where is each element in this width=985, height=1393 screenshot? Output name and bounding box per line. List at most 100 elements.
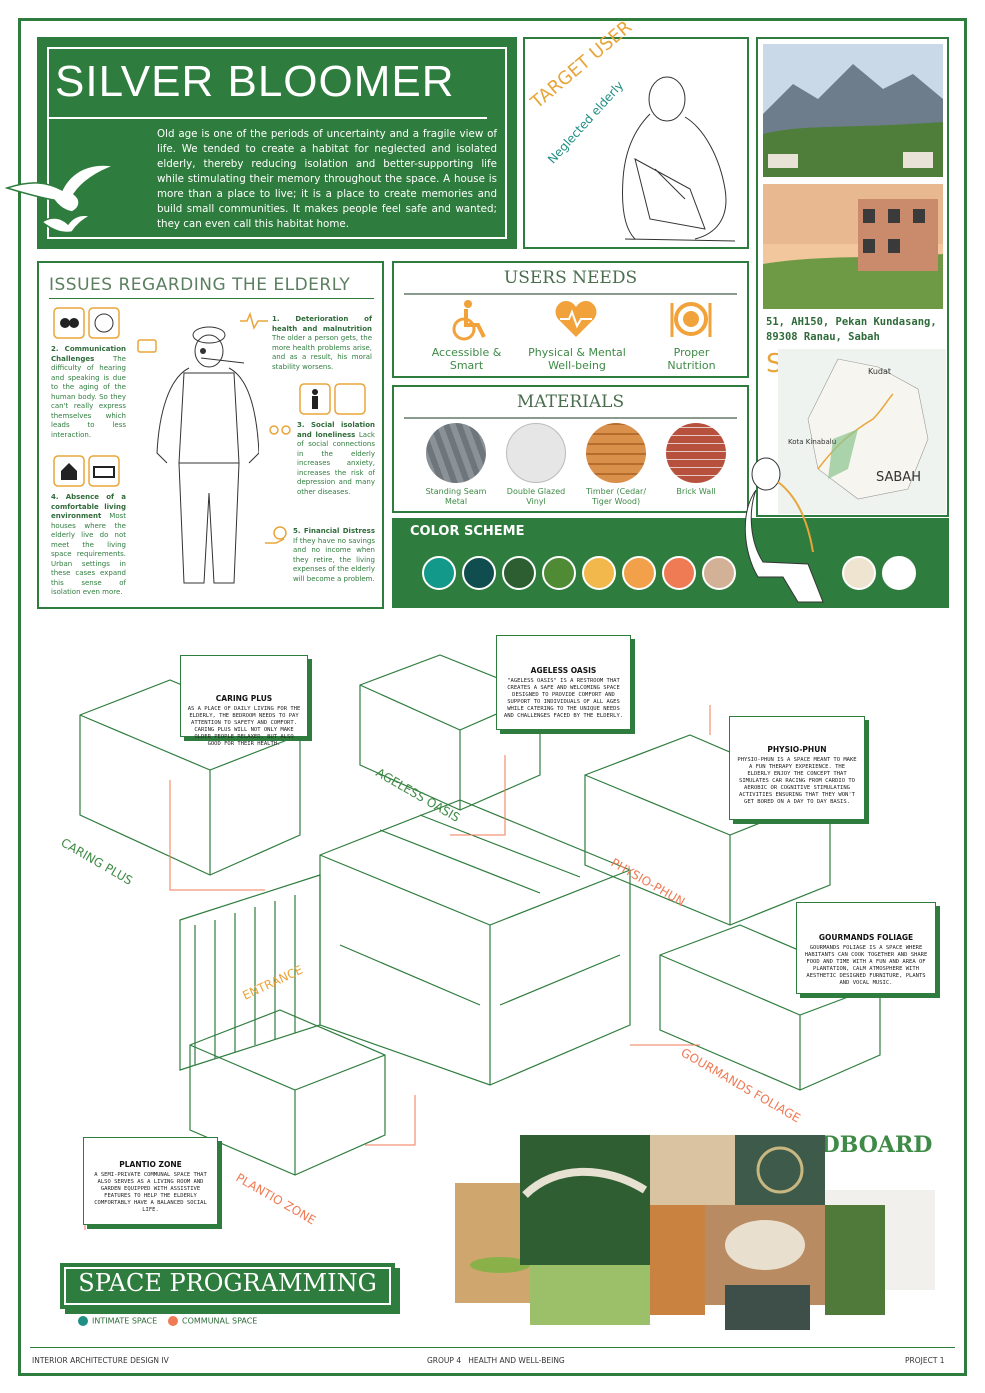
materials-title: MATERIALS [516,392,625,412]
color-swatch [842,556,876,590]
color-scheme-title: COLOR SCHEME [410,524,525,539]
callout-caring-plus: CARING PLUS AS A PLACE OF DAILY LIVING F… [180,655,308,747]
callout-plantio-zone: PLANTIO ZONE A SEMI-PRIVATE COMMUNAL SPA… [83,1137,218,1225]
issue-1-text: The older a person gets, the more health… [272,334,372,371]
color-swatch [702,556,736,590]
legend-intimate-label: INTIMATE SPACE [92,1316,158,1326]
color-swatch [502,556,536,590]
callout-caring-plus-title: CARING PLUS [215,694,273,703]
people-group-icon [269,425,291,435]
space-programming-title: SPACE PROGRAMMING [78,1269,377,1297]
need-accessible-label: Accessible & Smart [431,346,502,372]
elderly-woman-sitting-icon [744,457,824,603]
map-place-kota-kinabalu: Kota Kinabalu [788,438,836,446]
issue-1-heading: 1. Deterioration of health and malnutrit… [272,315,372,333]
callout-plantio-zone-title: PLANTIO ZONE [119,1160,182,1169]
bird-illustration-icon [4,164,117,234]
callout-ageless-oasis-title: AGELESS OASIS [530,666,597,675]
callout-ageless-oasis: AGELESS OASIS "AGELESS OASIS" IS A RESTR… [496,635,631,730]
zone-label-caring-plus: CARING PLUS [59,835,136,887]
footer-group: GROUP 4 HEALTH AND WELL-BEING [427,1356,565,1365]
material-brick-swatch [666,423,726,483]
page-title: SILVER BLOOMER [55,57,455,106]
material-metal-swatch [426,423,486,483]
users-needs-panel: USERS NEEDS Accessible & Smart Physical … [392,261,749,378]
issue-3-text: Lack of social connections in the elderl… [297,430,375,496]
issue-4: 4. Absence of a comfortable living envir… [51,493,126,598]
footer-course: INTERIOR ARCHITECTURE DESIGN IV [32,1356,169,1365]
zone-label-physio-phun: PHYSIO-PHUN [609,855,688,909]
callout-gourmands-foliage-text: GOURMANDS FOLIAGE IS A SPACE WHERE HABIT… [804,945,928,986]
zone-label-gourmands-foliage: GOURMANDS FOLIAGE [679,1045,803,1125]
site-address: 51, AH150, Pekan Kundasang, 89308 Ranau,… [766,316,937,343]
callout-plantio-zone-text: A SEMI-PRIVATE COMMUNAL SPACE THAT ALSO … [94,1172,207,1213]
home-bed-icon [53,455,120,487]
wheelchair-icon [452,300,486,341]
callout-caring-plus-text: AS A PLACE OF DAILY LIVING FOR THE ELDER… [187,706,301,747]
elderly-man-reading-icon [622,76,736,242]
color-swatch [882,556,916,590]
issue-2: 2. Communication Challenges The difficul… [51,345,126,440]
space-programming-axonometric: CARING PLUS AGELESS OASIS PHYSIO-PHUN GO… [59,654,881,1230]
callout-gourmands-foliage: GOURMANDS FOLIAGE GOURMANDS FOLIAGE IS A… [796,902,936,994]
title-inner-frame [47,47,507,239]
legend-communal: COMMUNAL SPACE [168,1316,257,1326]
material-timber-swatch [586,423,646,483]
mountain-photo [763,44,943,177]
callout-gourmands-foliage-title: GOURMANDS FOLIAGE [818,933,914,942]
footer-divider [30,1347,955,1348]
map-place-sabah: SABAH [876,470,921,485]
issues-divider [49,298,374,299]
intro-text: Old age is one of the periods of uncerta… [157,128,497,230]
legend-communal-label: COMMUNAL SPACE [182,1316,258,1326]
site-house-photo [763,184,943,309]
legend-communal-dot [168,1316,178,1326]
need-nutrition-label: Proper Nutrition [667,346,716,372]
pulse-icon [240,311,268,330]
issue-5: 5. Financial Distress If they have no sa… [293,527,375,584]
sabah-map: Kudat Kota Kinabalu SABAH [778,349,946,514]
issue-5-text: If they have no savings and no income wh… [293,536,375,583]
color-swatch [662,556,696,590]
color-scheme-panel: COLOR SCHEME [392,518,949,608]
issues-title: ISSUES REGARDING THE ELDERLY [49,275,351,295]
legend-intimate-dot [78,1316,88,1326]
issue-4-heading: 4. Absence of a comfortable living envir… [51,493,126,520]
isolation-icon [299,383,366,415]
site-panel: 51, AH150, Pekan Kundasang, 89308 Ranau,… [756,37,949,517]
space-programming-banner: SPACE PROGRAMMING [60,1263,395,1309]
money-hand-icon [265,526,287,544]
poster-frame [18,18,967,1376]
moodboard-collage [455,1135,935,1330]
communication-icon [53,307,120,339]
material-brick-label: Brick Wall [676,487,716,496]
need-wellbeing-label: Physical & Mental Well-being [528,346,626,372]
callout-physio-phun-text: PHYSIO-PHUN IS A SPACE MEANT TO MAKE A F… [737,757,857,805]
color-swatch [542,556,576,590]
issue-3-heading: 3. Social isolation and loneliness [297,421,375,439]
color-swatch [582,556,616,590]
issue-3: 3. Social isolation and loneliness Lack … [297,421,375,497]
issue-2-heading: 2. Communication Challenges [51,345,126,363]
issues-panel: ISSUES REGARDING THE ELDERLY 2. Communic… [37,261,384,609]
issue-5-heading: 5. Financial Distress [293,527,375,535]
material-timber-label: Timber (Cedar/ Tiger Wood) [585,487,647,506]
title-block: SILVER BLOOMER Old age is one of the per… [37,37,517,249]
title-divider [47,117,487,119]
materials-panel: MATERIALS Standing Seam Metal Double Gla… [392,385,749,513]
map-place-kudat: Kudat [868,367,891,376]
material-vinyl-label: Double Glazed Vinyl [506,487,566,506]
elderly-man-standing-icon [156,326,259,584]
heart-pulse-icon [555,301,597,337]
chat-bubble-icon [137,339,157,353]
color-swatch [622,556,656,590]
issue-4-text: Most houses where the elderly live do no… [51,512,126,596]
needs-divider [404,293,737,295]
target-user-panel: TARGET USER Neglected elderly [523,17,749,249]
issue-2-text: The difficulty of hearing and speaking i… [51,354,126,439]
material-metal-label: Standing Seam Metal [425,487,487,506]
needs-title: USERS NEEDS [503,268,638,288]
footer-project: PROJECT 1 [905,1356,945,1365]
issue-1: 1. Deterioration of health and malnutrit… [272,315,372,372]
legend-intimate: INTIMATE SPACE [78,1316,157,1326]
